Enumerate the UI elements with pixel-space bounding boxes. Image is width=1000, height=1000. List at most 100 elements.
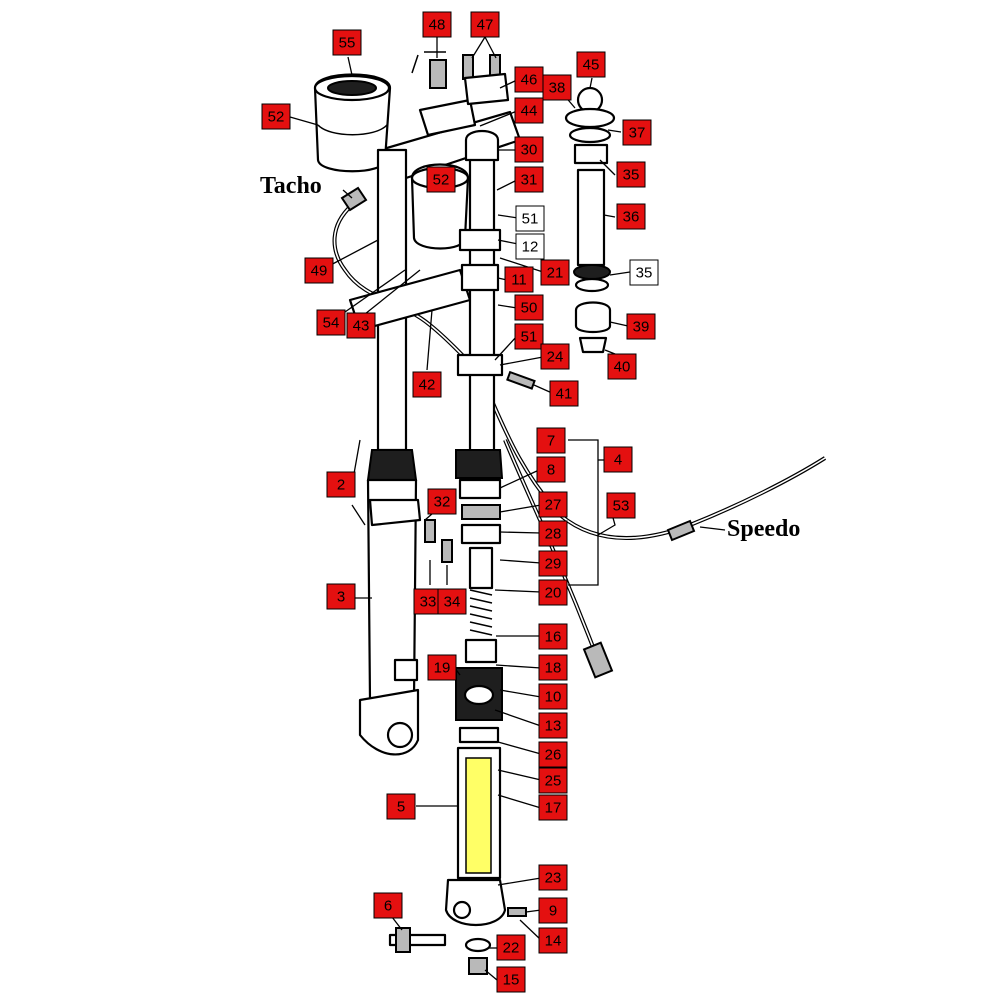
callout-48: 48 [422,11,452,38]
right-fork-leg [444,129,507,927]
callout-box [496,966,526,993]
callout-20: 20 [538,579,568,606]
callout-27: 27 [538,491,568,518]
callout-15: 15 [496,966,526,993]
callout-number: 10 [545,689,562,706]
callout-9: 9 [538,897,568,924]
callout-number: 32 [434,494,451,511]
callout-number: 50 [521,300,538,317]
callout-40: 40 [607,353,637,380]
callout-4: 4 [603,446,633,473]
left-fork-leg [348,148,472,756]
callout-box [326,471,356,498]
callout-number: 33 [420,594,437,611]
callout-35: 35 [629,259,659,286]
callout-8: 8 [536,456,566,483]
damper-rod-highlight [465,757,492,874]
callout-number: 24 [547,349,564,366]
callout-number: 12 [522,239,539,256]
callout-box [616,161,646,188]
callout-box [514,136,544,163]
callout-box [538,550,568,577]
callout-box [427,654,457,681]
callout-box [373,892,403,919]
callout-number: 39 [633,319,650,336]
callout-box [536,427,566,454]
callout-box [540,259,570,286]
callout-45: 45 [576,51,606,78]
callout-box [538,897,568,924]
callout-box [515,205,545,232]
callout-number: 53 [613,498,630,515]
callout-box [626,313,656,340]
callout-number: 44 [521,103,538,120]
callout-41: 41 [549,380,579,407]
callout-5: 5 [386,793,416,820]
callout-number: 7 [547,433,555,450]
callout-box [538,767,568,794]
callout-box [332,29,362,56]
callout-box [470,11,500,38]
callout-number: 52 [433,172,450,189]
callout-21: 21 [540,259,570,286]
callout-46: 46 [514,66,544,93]
callout-36: 36 [616,203,646,230]
callout-number: 42 [419,377,436,394]
callout-box [538,520,568,547]
callout-number: 16 [545,629,562,646]
callout-number: 49 [311,263,328,280]
callout-29: 29 [538,550,568,577]
callout-number: 19 [434,660,451,677]
callout-2: 2 [326,471,356,498]
callout-3: 3 [326,583,356,610]
callout-number: 51 [522,211,539,228]
callout-51: 51 [515,205,545,232]
callout-box [536,456,566,483]
callout-54: 54 [316,309,346,336]
callout-34: 34 [437,588,467,615]
callout-box [538,623,568,650]
callout-box [542,74,572,101]
callout-16: 16 [538,623,568,650]
callout-number: 28 [545,526,562,543]
callout-number: 46 [521,72,538,89]
callout-box [538,654,568,681]
callout-box [538,864,568,891]
callout-box [496,934,526,961]
callout-box [422,11,452,38]
callout-49: 49 [304,257,334,284]
callout-12: 12 [515,233,545,260]
callout-box [437,588,467,615]
callout-box [427,488,457,515]
callout-number: 34 [444,594,461,611]
callout-14: 14 [538,927,568,954]
callout-number: 40 [614,359,631,376]
callout-number: 26 [545,747,562,764]
callout-box [514,97,544,124]
callout-box [386,793,416,820]
callout-number: 27 [545,497,562,514]
callout-box [616,203,646,230]
callout-13: 13 [538,712,568,739]
callout-number: 21 [547,265,564,282]
callout-28: 28 [538,520,568,547]
callout-44: 44 [514,97,544,124]
callout-number: 8 [547,462,555,479]
callout-number: 23 [545,870,562,887]
callout-26: 26 [538,741,568,768]
callout-number: 47 [477,17,494,34]
callout-24: 24 [540,343,570,370]
callout-box [514,323,544,350]
callout-box [316,309,346,336]
callout-box [426,166,456,193]
callout-number: 36 [623,209,640,226]
callout-box [261,103,291,130]
callout-number: 48 [429,17,446,34]
callout-box [538,491,568,518]
instrument-pot-left [313,73,392,173]
callout-number: 5 [397,799,405,816]
callout-47: 47 [470,11,500,38]
callout-number: 38 [549,80,566,97]
callout-box [514,166,544,193]
